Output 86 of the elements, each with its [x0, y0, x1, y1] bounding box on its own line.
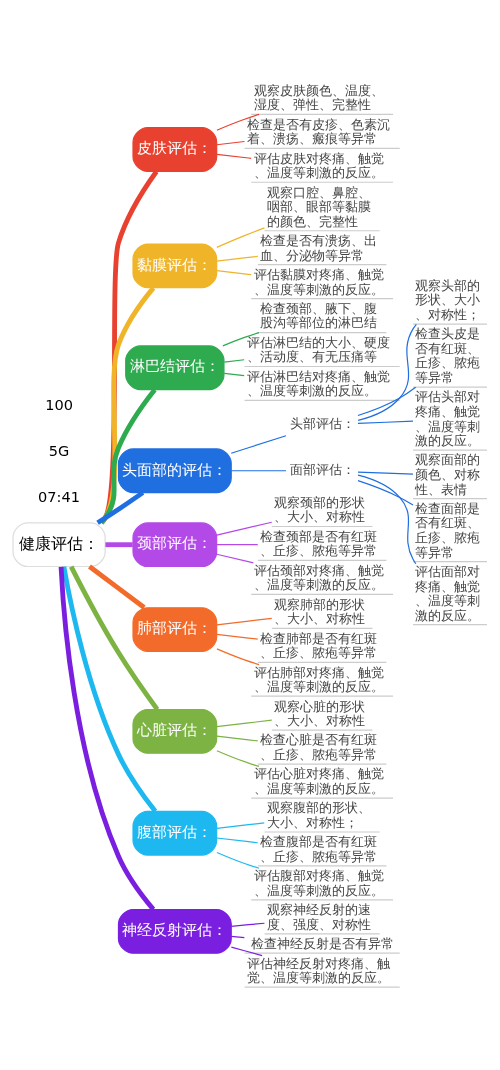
node-box: 头面部的评估： — [117, 448, 232, 494]
node-text: 观察头部的形状、大小、对称性； — [415, 277, 481, 322]
node-text: 评估面部对疼痛、触觉、温度等刺激的反应。 — [415, 563, 481, 623]
node-text: 检查颈部是否有红斑、丘疹、脓疱等异常 — [260, 528, 378, 559]
connector — [216, 837, 259, 844]
node-text: 观察口腔、鼻腔、咽部、眼部等黏膜的颜色、完整性 — [266, 184, 371, 229]
node-text: 观察面部的颜色、对称性、表情 — [415, 452, 481, 497]
node-text: 检查心脏是否有红斑、丘疹、脓疱等异常 — [260, 732, 378, 763]
connector — [216, 750, 260, 768]
node-text: 评估心脏对疼痛、触觉、温度等刺激的反应。 — [253, 766, 384, 796]
connector — [99, 286, 156, 525]
node-box: 神经反射评估： — [117, 908, 232, 954]
node-text: 观察皮肤颜色、温度、湿度、弹性、完整性 — [253, 82, 384, 113]
connector — [230, 946, 263, 957]
label: 07:41 — [38, 489, 81, 506]
connector — [216, 851, 260, 869]
connector — [216, 544, 259, 546]
node-box: 心脏评估： — [132, 708, 218, 754]
node-text: 检查颈部、腋下、腹股沟等部位的淋巴结 — [260, 300, 378, 331]
node-text: 检查神经反射是否有异常 — [250, 936, 394, 952]
label: 100 — [45, 397, 73, 414]
connector — [357, 420, 414, 424]
node-text: 检查是否有溃疡、出血、分泌物等异常 — [260, 233, 378, 263]
connector — [230, 922, 266, 927]
node-text: 评估皮肤对疼痛、触觉、温度等刺激的反应。 — [253, 150, 384, 181]
connector — [223, 359, 245, 363]
node-text: 评估腹部对疼痛、触觉、温度等刺激的反应。 — [253, 868, 384, 898]
connector — [99, 388, 157, 525]
node-box: 皮肤评估： — [132, 127, 218, 172]
node-text: 检查腹部是否有红斑、丘疹、脓疱等异常 — [260, 834, 378, 864]
node-text: 头部评估： — [289, 416, 355, 432]
connector — [216, 617, 273, 626]
connector — [222, 332, 260, 347]
connector — [61, 566, 158, 813]
connector — [357, 386, 417, 417]
node-text: 评估颈部对疼痛、触觉、温度等刺激的反应。 — [253, 562, 384, 593]
connector — [357, 471, 414, 475]
connector — [58, 566, 156, 911]
node-text: 评估神经反射对疼痛、触觉、温度等刺激的反应。 — [246, 955, 390, 986]
connector — [357, 474, 417, 565]
connector — [223, 372, 245, 377]
node-text: 观察心脏的形状、大小、对称性 — [274, 698, 366, 729]
node-text: 观察腹部的形状、大小、对称性； — [266, 800, 371, 830]
connector — [216, 648, 260, 666]
node-text: 观察颈部的形状、大小、对称性 — [274, 494, 366, 525]
node-text: 评估淋巴结的大小、硬度、活动度、有无压痛等 — [246, 334, 390, 365]
connector — [216, 553, 254, 564]
node-text: 观察肺部的形状、大小、对称性 — [274, 596, 366, 627]
connector — [96, 490, 145, 525]
node-box: 颈部评估： — [132, 522, 218, 568]
connector — [216, 140, 246, 146]
node-box: 肺部评估： — [132, 607, 218, 652]
connector — [216, 113, 260, 131]
connector — [216, 153, 252, 159]
connector — [105, 542, 133, 548]
node-box: 健康评估： — [12, 522, 106, 568]
node-box: 淋巴结评估： — [125, 345, 225, 391]
connector — [216, 227, 266, 248]
connector — [357, 480, 414, 506]
node-text: 评估黏膜对疼痛、触觉、温度等刺激的反应。 — [253, 266, 384, 297]
connector — [88, 564, 146, 610]
connector — [216, 735, 259, 742]
connector — [216, 719, 273, 728]
node-box: 黏膜评估： — [132, 243, 218, 289]
node-text: 面部评估： — [289, 462, 355, 478]
node-text: 检查是否有皮疹、色素沉着、溃疡、瘢痕等异常 — [246, 116, 390, 147]
connector — [99, 170, 159, 525]
node-text: 评估肺部对疼痛、触觉、温度等刺激的反应。 — [253, 664, 384, 695]
node-text: 评估淋巴结对疼痛、触觉、温度等刺激的反应。 — [246, 368, 390, 399]
node-text: 检查头皮是否有红斑、丘疹、脓疱等异常 — [415, 326, 481, 386]
connector — [230, 935, 245, 939]
connector — [216, 822, 265, 830]
connector — [69, 565, 160, 711]
connector — [216, 521, 273, 536]
connector — [216, 270, 252, 276]
connector — [216, 633, 259, 640]
connector — [216, 255, 259, 262]
node-text: 检查面部是否有红斑、丘疹、脓疱等异常 — [415, 500, 481, 560]
node-box: 腹部评估： — [132, 810, 218, 856]
connector — [230, 435, 287, 454]
connector — [357, 323, 417, 421]
node-text: 检查肺部是否有红斑、丘疹、脓疱等异常 — [260, 630, 378, 661]
connector — [230, 470, 287, 472]
node-text: 评估头部对疼痛、触觉、温度等刺激的反应。 — [415, 389, 481, 449]
label: 5G — [48, 443, 70, 460]
node-text: 观察神经反射的速度、强度、对称性 — [266, 902, 371, 932]
